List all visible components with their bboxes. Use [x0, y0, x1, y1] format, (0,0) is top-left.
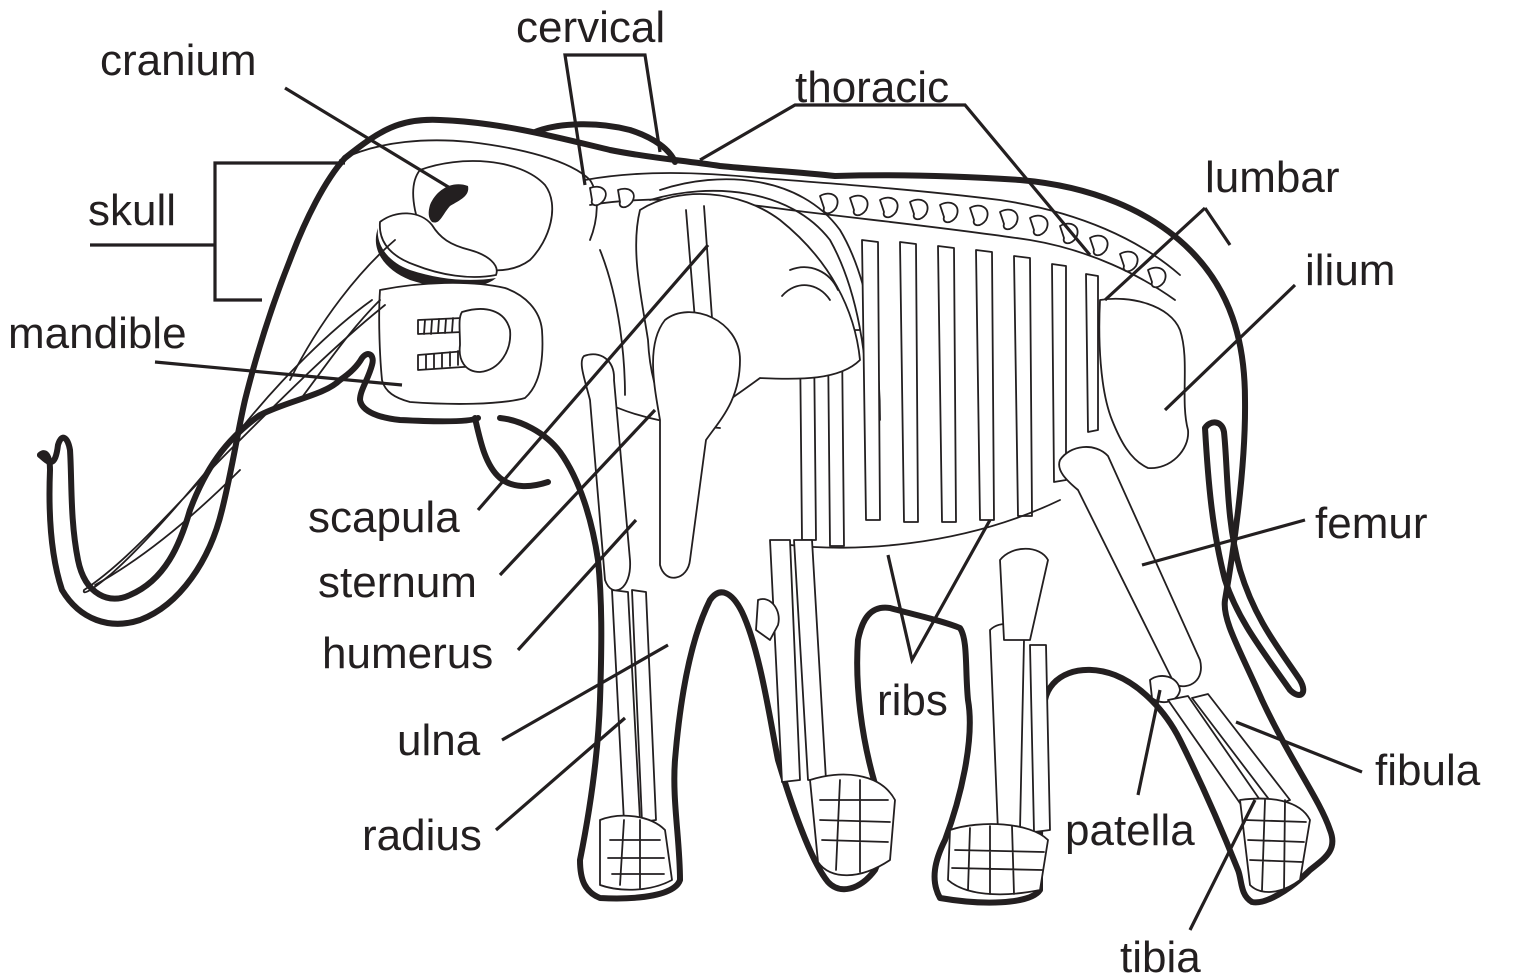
label-femur: femur — [1315, 499, 1427, 548]
upper-teeth — [418, 318, 462, 334]
patella-leader — [1138, 690, 1160, 795]
label-cranium: cranium — [100, 36, 257, 85]
label-skull: skull — [88, 186, 176, 235]
label-thoracic: thoracic — [795, 63, 949, 112]
label-ribs: ribs — [877, 676, 948, 725]
label-cervical: cervical — [516, 3, 665, 52]
label-ulna: ulna — [397, 716, 481, 765]
label-mandible: mandible — [8, 309, 187, 358]
sternum-leader — [500, 410, 655, 575]
ribs-bars — [800, 240, 1098, 546]
cranium-leader — [285, 88, 450, 188]
radius-leader — [496, 718, 625, 830]
label-lumbar: lumbar — [1205, 153, 1340, 202]
label-patella: patella — [1065, 806, 1195, 855]
label-fibula: fibula — [1375, 746, 1481, 795]
label-radius: radius — [362, 811, 482, 860]
cervical-leader — [565, 55, 660, 185]
leader-lines — [90, 55, 1362, 930]
hind-legs — [948, 299, 1310, 895]
label-sternum: sternum — [318, 558, 477, 607]
label-humerus: humerus — [322, 629, 493, 678]
tibia-leader — [1190, 800, 1255, 930]
mandible-leader — [155, 362, 402, 385]
femur-leader — [1142, 520, 1305, 565]
ribs-leader — [888, 520, 990, 660]
label-ilium: ilium — [1305, 246, 1395, 295]
label-tibia: tibia — [1120, 933, 1201, 980]
label-scapula: scapula — [308, 493, 460, 542]
